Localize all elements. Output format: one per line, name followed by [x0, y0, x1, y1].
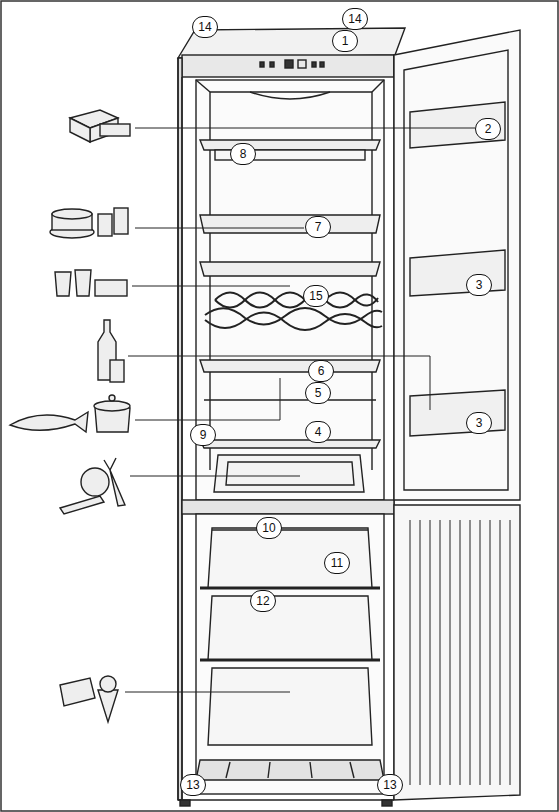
cups-icon: [55, 270, 127, 296]
callout-number: 10: [256, 517, 282, 539]
callout-number: 3: [466, 412, 492, 434]
callout-number: 15: [303, 285, 329, 307]
leader-lines: [125, 128, 475, 692]
callout-number: 1: [332, 30, 358, 52]
bottle-icon: [98, 320, 124, 382]
callout-number: 3: [466, 274, 492, 296]
cake-icon: [50, 208, 128, 238]
callout-number: 6: [308, 360, 334, 382]
callout-number: 4: [305, 421, 331, 443]
callout-number: 13: [180, 774, 206, 796]
callout-number: 14: [342, 8, 368, 30]
callout-number: 2: [475, 118, 501, 140]
callout-number: 11: [324, 552, 350, 574]
callout-number: 14: [192, 16, 218, 38]
fish-pot-icon: [10, 395, 130, 432]
vegetable-icon: [60, 458, 125, 514]
callout-number: 7: [305, 216, 331, 238]
callout-number: 13: [377, 774, 403, 796]
callout-number: 5: [305, 382, 331, 404]
callout-number: 12: [250, 590, 276, 612]
callout-number: 8: [230, 143, 256, 165]
cheese-icon: [70, 110, 130, 142]
callout-number: 9: [190, 424, 216, 446]
icecream-icon: [60, 676, 118, 722]
